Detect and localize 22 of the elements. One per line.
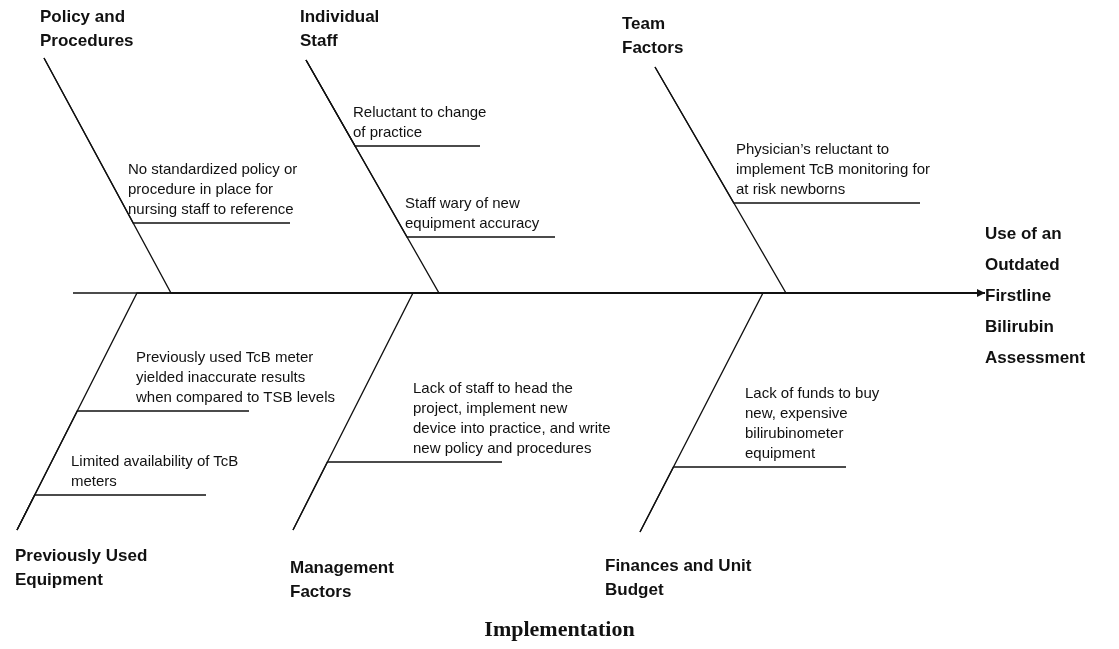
cause-text: Reluctant to change of practice bbox=[353, 82, 493, 146]
cause-text: Staff wary of new equipment accuracy bbox=[405, 173, 565, 237]
category-label: Previously Used Equipment bbox=[15, 530, 195, 590]
sub-bone-line bbox=[43, 57, 291, 224]
category-label: Individual Staff bbox=[300, 5, 390, 60]
cause-text: Limited availability of TcB meters bbox=[71, 433, 251, 495]
sub-bone-line bbox=[16, 494, 207, 531]
cause-text: No standardized policy or procedure in place for nursing staff to reference bbox=[128, 106, 298, 223]
sub-bone-line bbox=[654, 66, 921, 204]
category-label: Management Factors bbox=[290, 530, 420, 600]
category-label: Policy and Procedures bbox=[40, 5, 170, 58]
sub-bone-line bbox=[305, 59, 556, 238]
category-label: Finances and Unit Budget bbox=[605, 532, 775, 602]
cause-text: Lack of funds to buy new, expensive bilirubinometer equipment bbox=[745, 344, 910, 467]
cause-text: Previously used TcB meter yielded inaccurate results when compared to TSB levels bbox=[136, 297, 336, 411]
caption: Implementation bbox=[483, 616, 636, 642]
cause-text: Physician’s reluctant to implement TcB monitoring for at risk newborns bbox=[736, 92, 936, 203]
effect-label: Use of an Outdated Firstline Bilirubin Assessment bbox=[985, 218, 1117, 378]
sub-bone-line bbox=[639, 466, 847, 533]
sub-bone-line bbox=[292, 461, 503, 531]
category-label: Team Factors bbox=[622, 12, 712, 67]
cause-text: Lack of staff to head the project, implement new device into practice, and write new policy and procedures bbox=[413, 314, 613, 462]
